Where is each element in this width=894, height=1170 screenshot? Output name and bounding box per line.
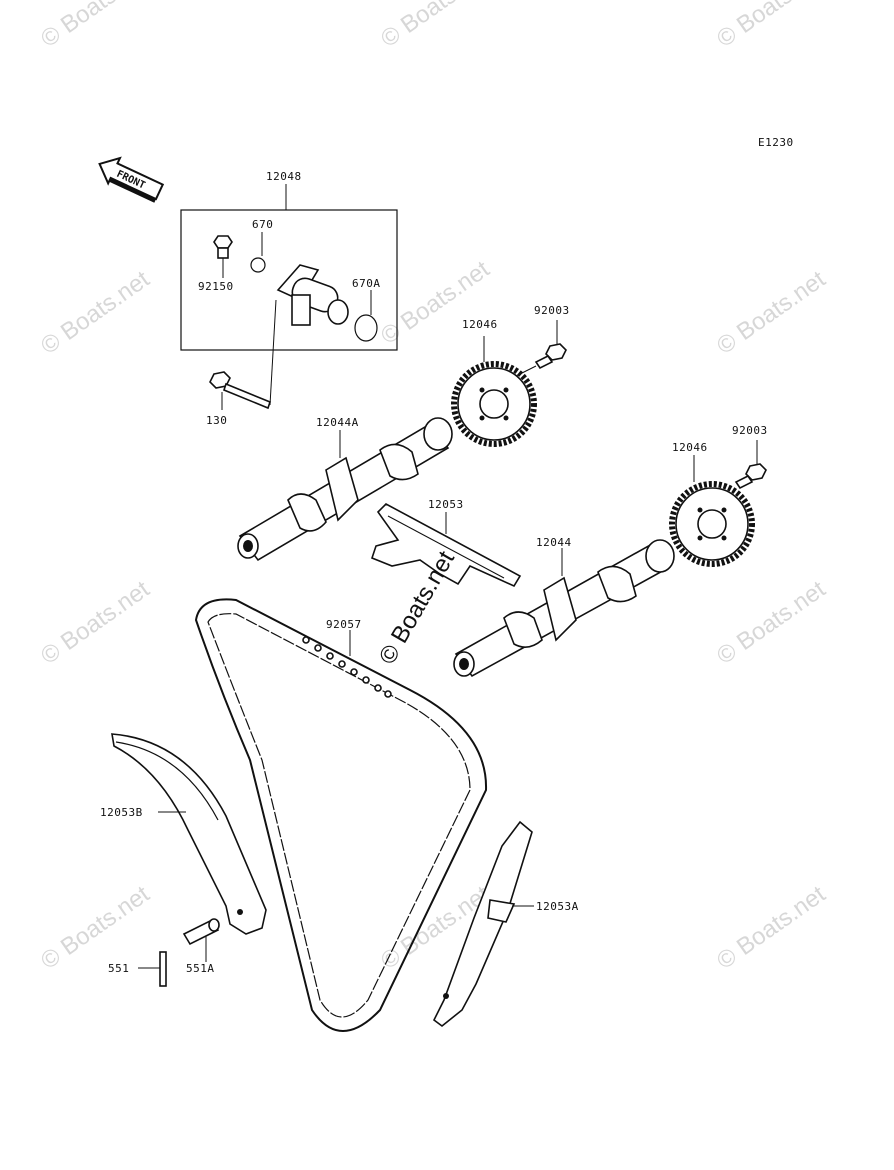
- label-130: 130: [206, 414, 227, 427]
- sprocket-top: 12046: [451, 318, 537, 447]
- label-12053B: 12053B: [100, 806, 143, 819]
- tensioner-body: [276, 264, 349, 326]
- chain-92057: 92057: [194, 598, 488, 1032]
- label-12048: 12048: [266, 170, 302, 183]
- label-12053A: 12053A: [536, 900, 579, 913]
- label-92003-right: 92003: [732, 424, 768, 437]
- guide-12053B: 12053B: [100, 733, 267, 935]
- sprocket-right: 12046: [669, 441, 755, 567]
- label-92057: 92057: [326, 618, 362, 631]
- label-92003-top: 92003: [534, 304, 570, 317]
- tensioner-assembly: 12048 92150 670 670A: [180, 170, 398, 351]
- pin-551A: 551A: [182, 918, 220, 975]
- guide-12053: 12053: [371, 498, 522, 588]
- watermark: © Boats.net: [36, 265, 155, 359]
- pin-551: 551: [108, 951, 167, 987]
- label-12044A: 12044A: [316, 416, 359, 429]
- bolt-92150: [213, 235, 233, 259]
- diagram-code: E1230: [758, 136, 794, 149]
- watermark: © Boats.net: [36, 575, 155, 669]
- watermark: © Boats.net: [36, 0, 155, 53]
- label-551A: 551A: [186, 962, 215, 975]
- label-551: 551: [108, 962, 129, 975]
- front-arrow-icon: FRONT: [98, 156, 165, 203]
- label-12046-top: 12046: [462, 318, 498, 331]
- camshaft-12044A: 12044A: [237, 416, 453, 562]
- label-12046-right: 12046: [672, 441, 708, 454]
- camshaft-12044: 12044: [453, 536, 675, 678]
- watermark: © Boats.net: [376, 255, 495, 349]
- label-12044: 12044: [536, 536, 572, 549]
- label-92150: 92150: [198, 280, 234, 293]
- watermark: © Boats.net: [712, 880, 831, 974]
- label-670: 670: [252, 218, 273, 231]
- bolt-92003-right: 92003: [732, 424, 768, 490]
- bolt-92003-top: 92003: [515, 304, 570, 377]
- watermark: © Boats.net: [36, 880, 155, 974]
- bolt-130: 130: [206, 299, 277, 427]
- chain-links: [302, 636, 392, 698]
- guide-12053A: 12053A: [432, 820, 579, 1028]
- watermark: © Boats.net: [376, 0, 495, 53]
- watermark: © Boats.net: [712, 0, 831, 53]
- watermark: © Boats.net: [712, 265, 831, 359]
- label-12053: 12053: [428, 498, 464, 511]
- watermark: © Boats.net: [712, 575, 831, 669]
- label-670A: 670A: [352, 277, 381, 290]
